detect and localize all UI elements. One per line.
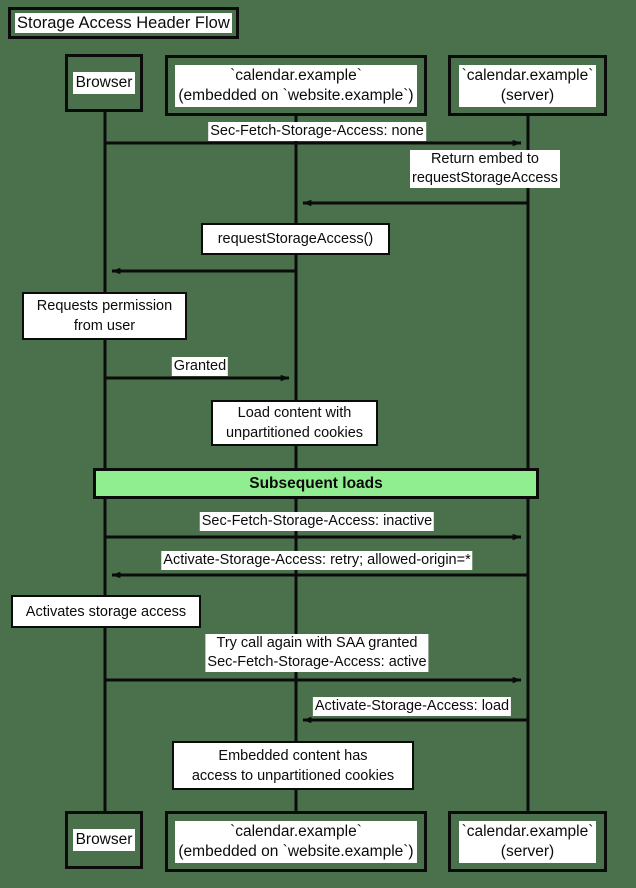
note-requests-permission: Requests permission from user — [22, 292, 187, 340]
note-activates-storage-access: Activates storage access — [11, 595, 201, 628]
diagram-title-box: Storage Access Header Flow — [8, 7, 239, 39]
participant-server-label: `calendar.example` (server) — [458, 64, 597, 107]
participant-embed-bottom[interactable]: `calendar.example` (embedded on `website.… — [165, 811, 427, 872]
message-label-activate-retry: Activate-Storage-Access: retry; allowed-… — [161, 551, 473, 570]
participant-embed-line1-bottom: `calendar.example` — [230, 822, 362, 840]
participant-embed-label: `calendar.example` (embedded on `website.… — [175, 64, 417, 107]
note-embedded-content-access: Embedded content has access to unpartiti… — [172, 741, 414, 790]
participant-browser-label: Browser — [72, 72, 136, 94]
participant-embed-line2-bottom: (embedded on `website.example`) — [178, 842, 414, 860]
participant-embed-label-bottom: `calendar.example` (embedded on `website.… — [175, 820, 417, 863]
message-label-sec-fetch-inactive: Sec-Fetch-Storage-Access: inactive — [199, 512, 435, 531]
participant-embed-top[interactable]: `calendar.example` (embedded on `website.… — [165, 55, 427, 116]
message-label-activate-load: Activate-Storage-Access: load — [312, 697, 512, 716]
participant-server-label-bottom: `calendar.example` (server) — [458, 820, 597, 863]
participant-browser-label-bottom: Browser — [72, 829, 136, 851]
participant-browser-bottom[interactable]: Browser — [65, 811, 143, 869]
message-label-sec-fetch-none: Sec-Fetch-Storage-Access: none — [208, 122, 426, 141]
participant-embed-line1: `calendar.example` — [230, 66, 362, 84]
note-return-embed: Return embed to requestStorageAccess — [410, 150, 560, 188]
message-label-granted: Granted — [171, 357, 229, 376]
participant-browser-top[interactable]: Browser — [65, 54, 143, 112]
participant-server-line1-bottom: `calendar.example` — [461, 822, 594, 840]
participant-server-top[interactable]: `calendar.example` (server) — [448, 55, 607, 116]
participant-server-line2: (server) — [500, 86, 555, 104]
participant-server-line2-bottom: (server) — [500, 842, 555, 860]
note-request-storage-access: requestStorageAccess() — [201, 223, 390, 255]
banner-subsequent-loads: Subsequent loads — [93, 468, 539, 499]
participant-server-bottom[interactable]: `calendar.example` (server) — [448, 811, 607, 872]
page-title: Storage Access Header Flow — [15, 13, 232, 33]
participant-server-line1: `calendar.example` — [461, 66, 594, 84]
participant-embed-line2: (embedded on `website.example`) — [178, 86, 414, 104]
message-label-try-call-again: Try call again with SAA granted Sec-Fetc… — [205, 634, 429, 672]
note-load-content: Load content with unpartitioned cookies — [211, 400, 378, 446]
message-arrows — [105, 139, 528, 724]
